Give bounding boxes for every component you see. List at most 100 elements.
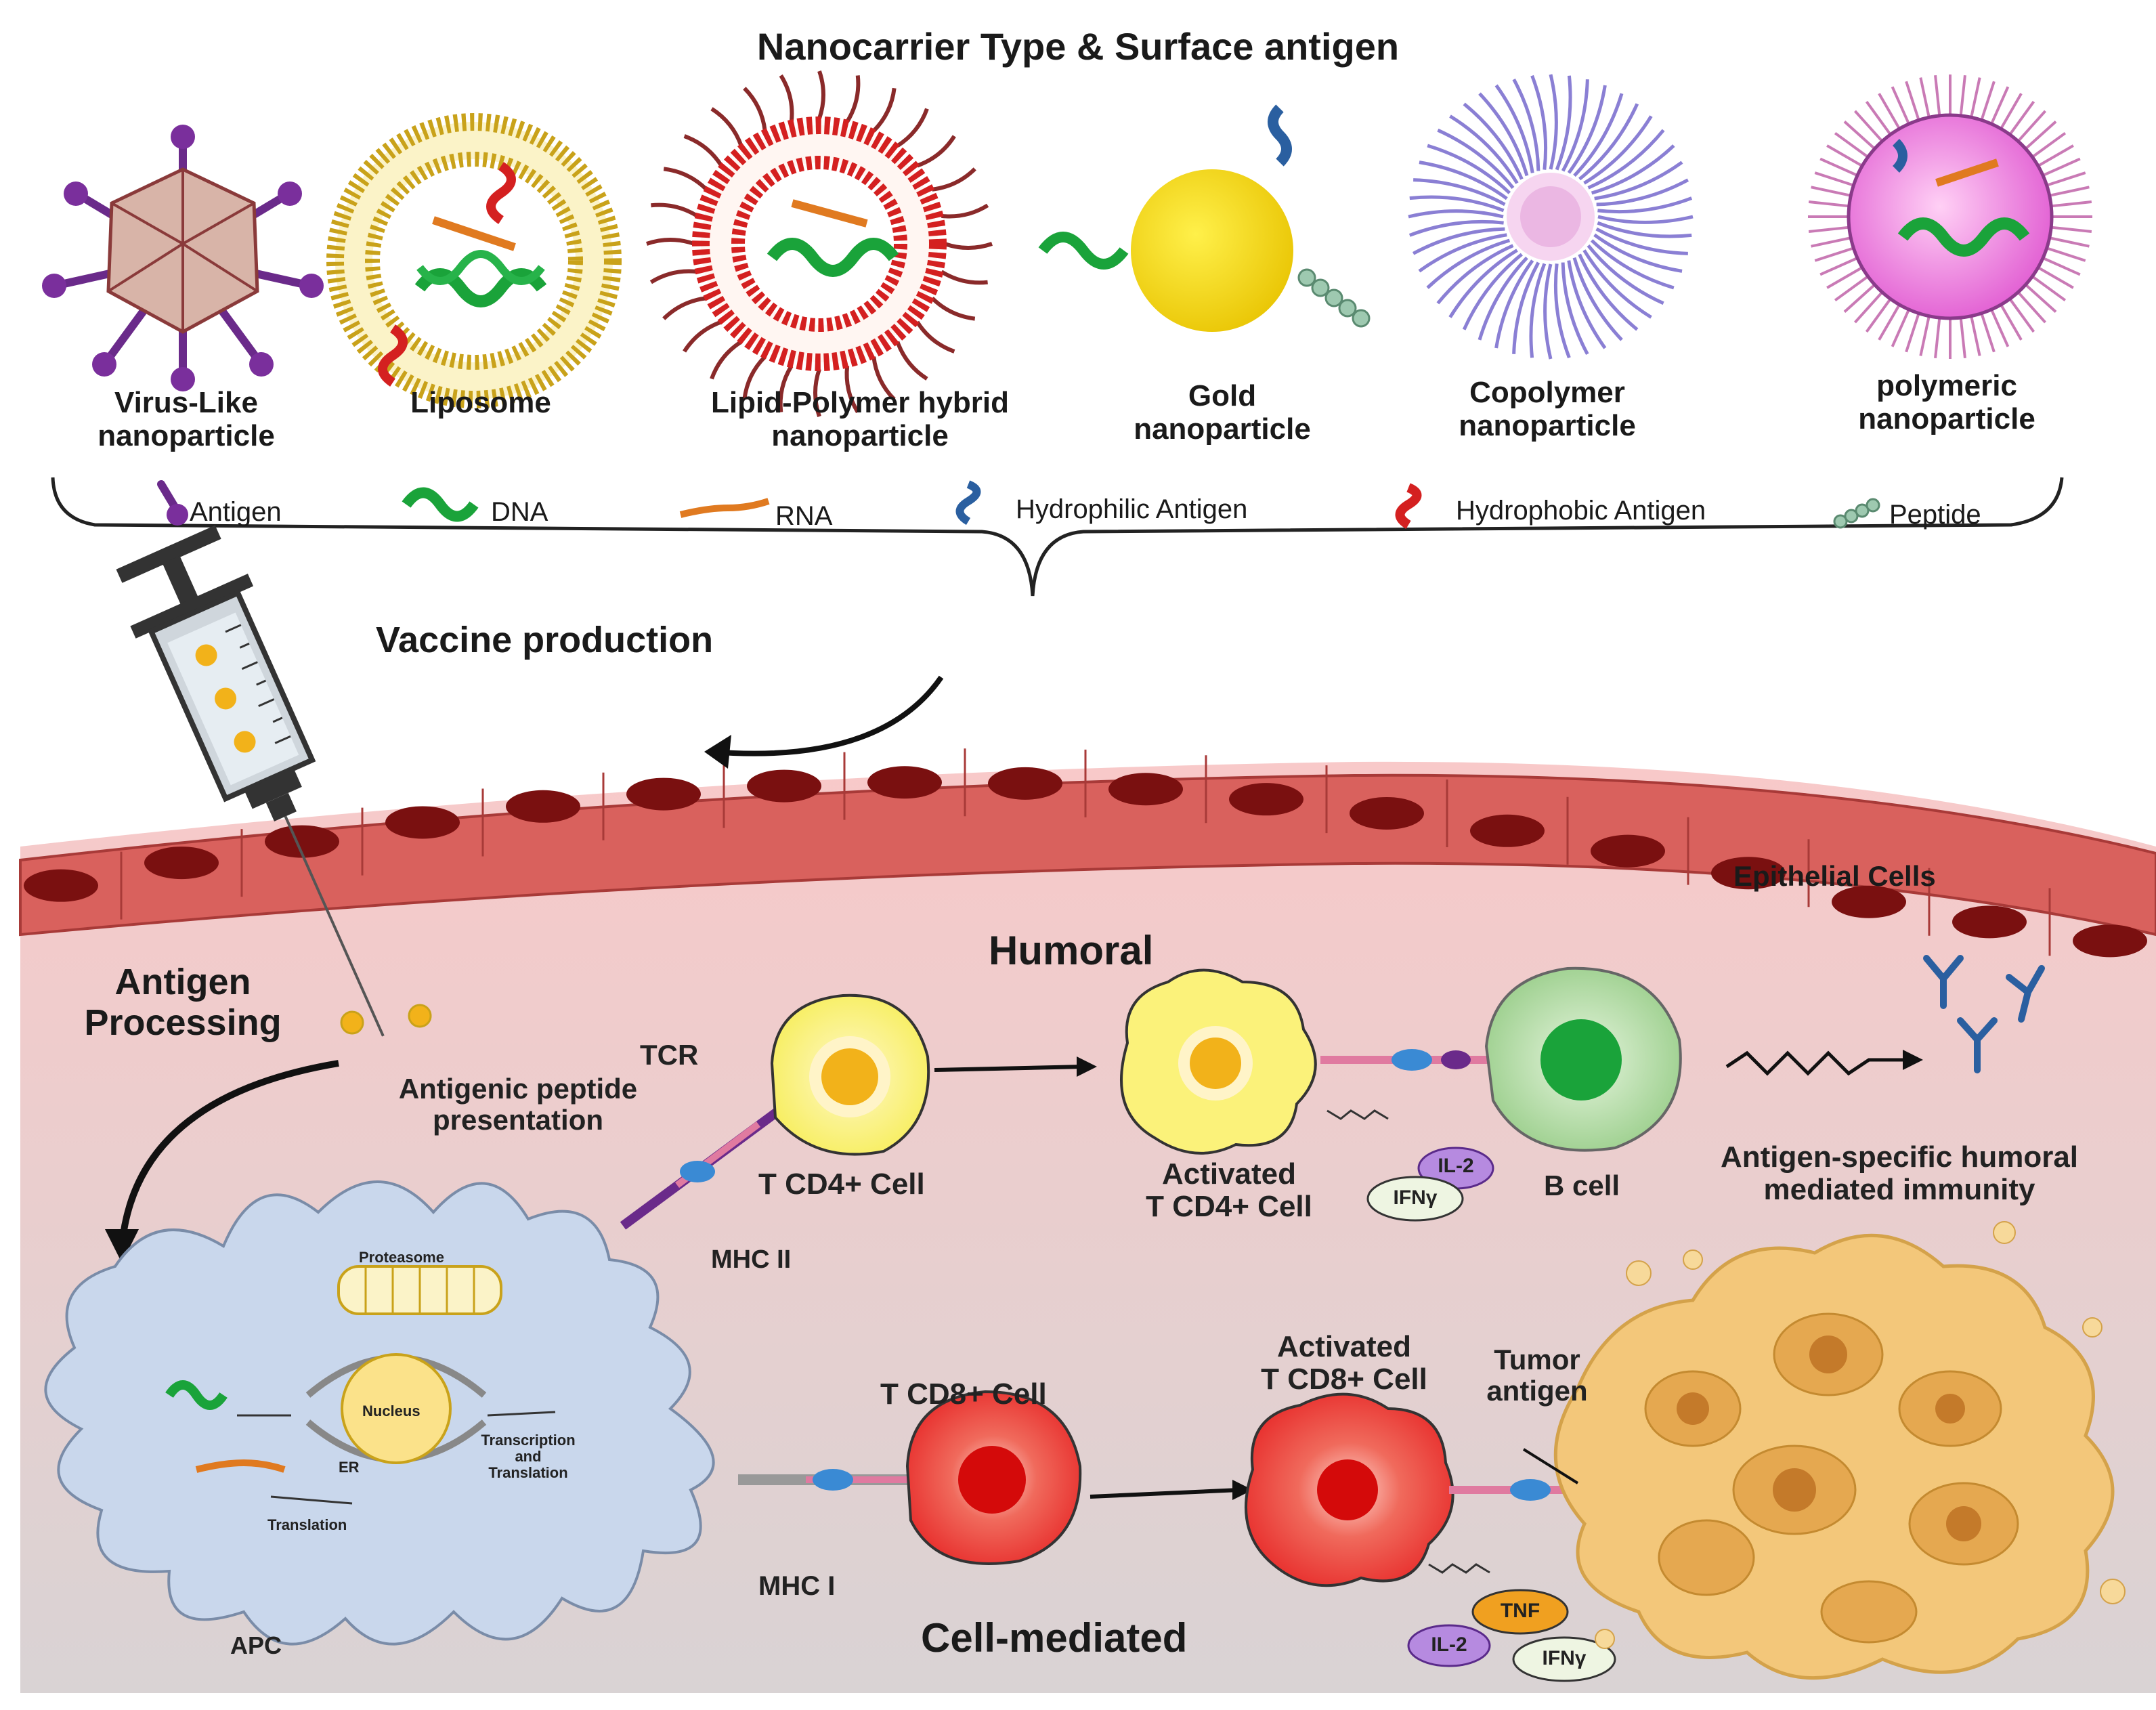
legend-antigen: Antigen <box>190 497 282 527</box>
epithelial-nucleus <box>1350 796 1424 830</box>
polymer-hair <box>2042 257 2081 276</box>
epithelial-nucleus <box>1711 857 1786 890</box>
polymer-chain <box>916 135 956 168</box>
polymer-hair <box>1980 313 1996 353</box>
polymeric-nanoparticle <box>1808 74 2092 359</box>
polymer-hair <box>1834 131 1869 158</box>
polymer-hair <box>1990 86 2010 125</box>
polymer-hair <box>1843 283 1876 314</box>
translation-label: Translation <box>267 1516 347 1533</box>
liposome <box>326 113 622 408</box>
epithelial-nucleus <box>1470 814 1545 847</box>
polymer-chain <box>710 107 743 147</box>
polymer-chain <box>646 238 695 246</box>
copolymer-chain <box>1418 233 1507 273</box>
copolymer-chain <box>1427 144 1511 194</box>
polymer-chain <box>844 366 860 414</box>
epithelial-cells-label: Epithelial Cells <box>1733 860 1936 892</box>
epithelial-nucleus <box>988 767 1062 800</box>
copolymer-chain <box>1463 102 1524 180</box>
copolymer-chain <box>1578 103 1639 181</box>
copolymer-chain <box>1567 85 1607 174</box>
polymer-hair <box>2049 236 2090 248</box>
epithelial-nucleus <box>385 806 460 839</box>
epithelial-nucleus <box>1832 885 1906 918</box>
epithelial-nucleus <box>1108 773 1183 806</box>
cytokine-tnf: TNF <box>1500 1600 1540 1622</box>
copolymer-chain <box>1555 75 1572 171</box>
activated-t-cd4-cell <box>1120 968 1317 1155</box>
copolymer-chain <box>1437 128 1515 189</box>
copolymer-chain <box>1530 74 1548 170</box>
tcd8-label: T CD8+ Cell <box>880 1377 1047 1411</box>
nucleus-label: Nucleus <box>362 1403 421 1419</box>
polymer-hair <box>1891 86 1910 125</box>
figure-title: Nanocarrier Type & Surface antigen <box>756 25 1400 68</box>
copolymer-chain <box>1597 215 1694 224</box>
copolymer-chain <box>1408 209 1504 219</box>
polymer-hair <box>2046 171 2086 187</box>
copolymer-chain <box>1582 249 1652 319</box>
copolymer-chain <box>1553 263 1571 359</box>
syringe <box>116 525 385 1037</box>
polymer-hair <box>1814 171 1854 187</box>
polymer-hair <box>2025 120 2057 150</box>
polymer-chain <box>683 320 723 353</box>
polymer-hair <box>2050 200 2092 208</box>
polymer-hair <box>1819 257 1858 276</box>
vaccine-production-label: Vaccine production <box>376 620 714 660</box>
copolymer-chain <box>1596 178 1689 207</box>
epithelial-nucleus <box>2073 924 2147 958</box>
polymer-chain <box>710 340 743 380</box>
copolymer-chain <box>1512 261 1540 354</box>
polymer-chain <box>915 320 955 354</box>
bcell-label: B cell <box>1544 1170 1620 1201</box>
copolymer-chain <box>1572 257 1623 341</box>
copolymer-chain <box>1573 93 1624 177</box>
proteasome-label: Proteasome <box>359 1249 444 1266</box>
polymer-chain <box>813 368 821 417</box>
processing-arrow <box>118 1060 339 1247</box>
cytokine-ifny-humoral: IFNγ <box>1393 1187 1438 1209</box>
legend-hydrophobic-antigen: Hydrophobic Antigen <box>1456 496 1706 526</box>
copolymer-chain <box>1591 144 1675 195</box>
copolymer-chain <box>1412 227 1505 255</box>
polymer-hair <box>1878 93 1901 130</box>
polymer-hair <box>1970 316 1981 356</box>
polymer-chain <box>663 167 708 191</box>
polymer-chain <box>895 341 928 381</box>
polymer-hair <box>2025 283 2057 314</box>
epithelial-nucleus <box>1952 905 2027 939</box>
epithelial-nucleus <box>265 825 339 858</box>
polymer-hair <box>1919 77 1931 118</box>
polymer-hair <box>2017 291 2047 324</box>
t-cd8-cell <box>905 1390 1082 1565</box>
epithelial-nucleus <box>1591 834 1665 868</box>
nucleus-icon <box>305 1353 487 1464</box>
legend-peptide: Peptide <box>1889 500 1981 530</box>
polymer-hair <box>1891 309 1910 347</box>
t-cd4-cell <box>770 993 930 1156</box>
copolymer-chain <box>1436 244 1514 305</box>
cytokine-ovals <box>1366 1147 1616 1682</box>
epithelial-cell-nuclei <box>24 748 2147 958</box>
polymer-hair <box>1808 200 1850 208</box>
polymer-chain <box>930 297 976 321</box>
copolymer-chain <box>1529 263 1547 358</box>
polymer-chain <box>817 70 825 119</box>
copolymer-chain <box>1595 227 1688 255</box>
polymer-hair <box>1959 317 1966 359</box>
zigzag-arrow <box>1725 1050 1910 1076</box>
polymer-hair <box>2000 303 2023 341</box>
copolymer-chain <box>1408 219 1504 237</box>
copolymer-chain <box>1448 249 1518 318</box>
polymer-hair <box>1905 313 1920 353</box>
epithelial-nucleus <box>24 869 98 902</box>
